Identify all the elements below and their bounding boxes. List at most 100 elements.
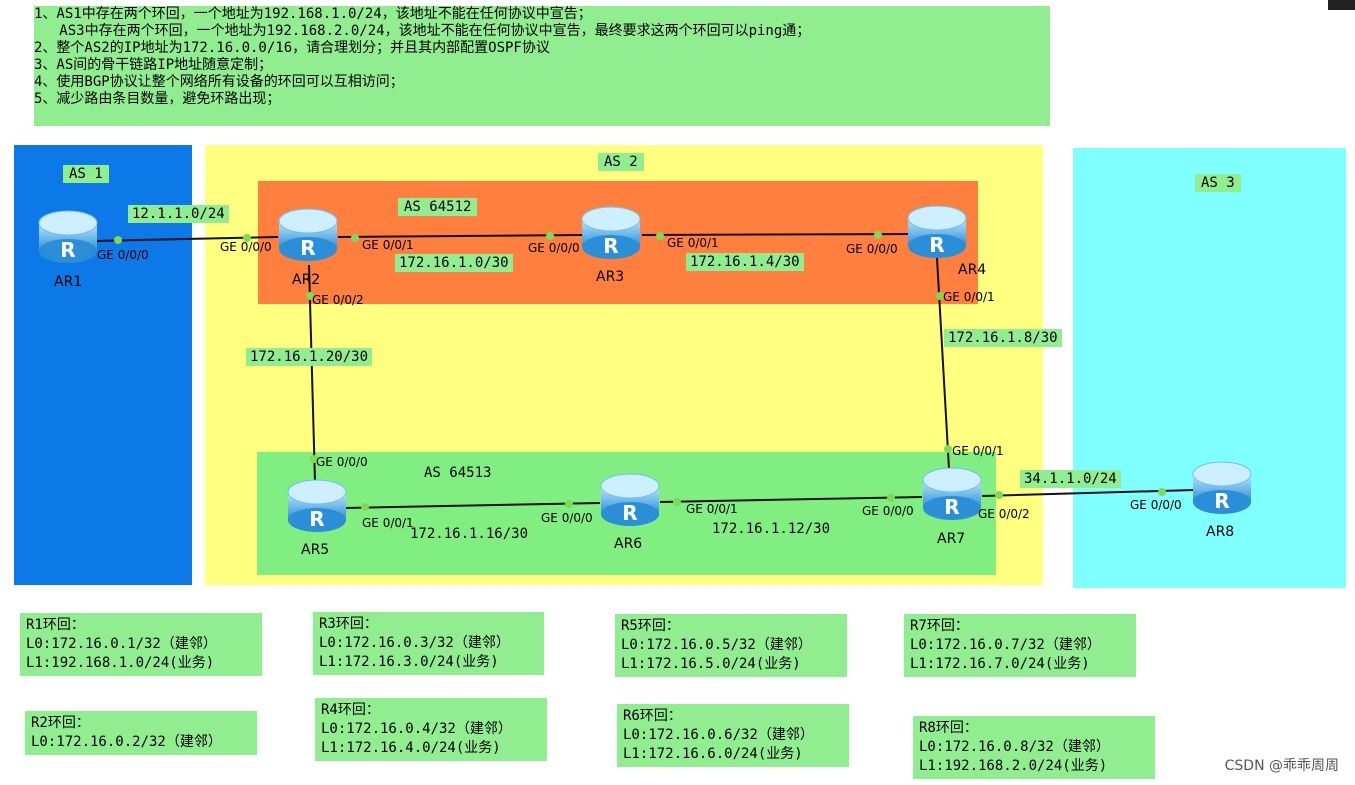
port-dot [936, 292, 944, 300]
port-label: GE 0/0/0 [862, 504, 914, 518]
port-dot [310, 455, 318, 463]
port-label: GE 0/0/0 [316, 455, 368, 469]
requirement-line: 1、AS1中存在两个环回，一个地址为192.168.1.0/24，该地址不能在任… [34, 6, 592, 22]
loopback-l1: L1:172.16.6.0/24(业务) [623, 746, 803, 762]
loopback-l0: L0:172.16.0.8/32（建邻） [919, 739, 1110, 755]
port-label: GE 0/0/1 [686, 502, 738, 516]
network-label-ar6-ar7: 172.16.1.12/30 [712, 521, 831, 537]
svg-text:R: R [300, 236, 315, 260]
network-label-ar1-ar2: 12.1.1.0/24 [128, 205, 229, 223]
port-dot [351, 234, 359, 242]
router-ar1[interactable]: R [37, 207, 99, 269]
port-label: GE 0/0/1 [362, 238, 414, 252]
svg-text:R: R [603, 234, 618, 258]
requirement-line: 3、AS间的骨干链路IP地址随意定制； [34, 57, 273, 73]
loopback-title: R8环回： [919, 720, 978, 736]
port-dot [243, 234, 251, 242]
link-ar2-ar3 [337, 234, 583, 238]
port-label: GE 0/0/1 [362, 516, 414, 530]
as2-label: AS 2 [598, 153, 644, 171]
router-icon: R [600, 473, 660, 526]
loopback-l0: L0:172.16.0.7/32（建邻） [910, 637, 1101, 653]
loopback-title: R7环回： [910, 618, 969, 634]
requirement-line: AS3中存在两个环回，一个地址为192.168.2.0/24，该地址不能在任何协… [34, 23, 811, 39]
window-corner [1328, 0, 1355, 10]
loopback-title: R2环回： [31, 715, 90, 731]
loopback-r4: R4环回： L0:172.16.0.4/32（建邻） L1:172.16.4.0… [315, 698, 547, 761]
port-label: GE 0/0/1 [667, 236, 719, 250]
router-name-ar1: AR1 [54, 274, 83, 290]
loopback-r1: R1环回： L0:172.16.0.1/32（建邻） L1:192.168.1.… [20, 613, 262, 676]
router-icon: R [287, 479, 347, 532]
loopback-r6: R6环回： L0:172.16.0.6/32（建邻） L1:172.16.6.0… [617, 704, 849, 767]
port-dot [673, 498, 681, 506]
loopback-r8: R8环回： L0:172.16.0.8/32（建邻） L1:192.168.2.… [913, 716, 1155, 779]
port-label: GE 0/0/1 [943, 290, 995, 304]
loopback-l1: L1:172.16.7.0/24(业务) [910, 656, 1090, 672]
loopback-l1: L1:172.16.3.0/24(业务) [319, 654, 499, 670]
router-icon: R [907, 205, 967, 258]
loopback-r2: R2环回： L0:172.16.0.2/32（建邻） [25, 711, 257, 755]
router-ar8[interactable]: R [1191, 458, 1253, 520]
port-label: GE 0/0/0 [1130, 498, 1182, 512]
port-label: GE 0/0/0 [97, 248, 149, 262]
as64512-label: AS 64512 [398, 198, 478, 216]
router-ar2[interactable]: R [277, 205, 339, 267]
link-ar5-ar6 [344, 502, 601, 509]
router-name-ar4: AR4 [958, 262, 987, 278]
port-dot [995, 491, 1003, 499]
loopback-title: R1环回： [26, 617, 85, 633]
as1-label: AS 1 [63, 165, 109, 183]
router-icon: R [581, 206, 641, 259]
router-name-ar7: AR7 [937, 531, 966, 547]
loopback-title: R4环回： [321, 702, 380, 718]
loopback-l0: L0:172.16.0.2/32（建邻） [31, 734, 222, 750]
router-ar4[interactable]: R [906, 202, 968, 264]
loopback-l0: L0:172.16.0.6/32（建邻） [623, 727, 814, 743]
router-name-ar2: AR2 [292, 272, 321, 288]
router-icon: R [278, 208, 338, 261]
network-label-ar4-ar7: 172.16.1.8/30 [944, 329, 1062, 347]
port-dot [306, 292, 314, 300]
port-label: GE 0/0/0 [528, 241, 580, 255]
loopback-title: R3环回： [319, 616, 378, 632]
svg-text:R: R [60, 238, 75, 262]
loopback-l1: L1:172.16.5.0/24(业务) [621, 656, 801, 672]
router-ar3[interactable]: R [580, 203, 642, 265]
port-dot [114, 236, 122, 244]
link-ar2-ar5 [308, 264, 316, 483]
network-label-ar7-ar8: 34.1.1.0/24 [1020, 470, 1121, 488]
router-name-ar3: AR3 [596, 269, 625, 285]
router-ar5[interactable]: R [286, 476, 348, 538]
port-dot [546, 232, 554, 240]
svg-text:R: R [622, 501, 637, 525]
port-label: GE 0/0/1 [952, 444, 1004, 458]
port-label: GE 0/0/2 [312, 293, 364, 307]
loopback-l0: L0:172.16.0.5/32（建邻） [621, 637, 812, 653]
as3-label: AS 3 [1195, 174, 1241, 192]
as64513-label: AS 64513 [424, 465, 492, 481]
network-label-ar2-ar5: 172.16.1.20/30 [246, 348, 373, 366]
watermark: CSDN @乖乖周周 [1224, 758, 1339, 774]
loopback-l1: L1:192.168.1.0/24(业务) [26, 655, 215, 671]
port-dot [887, 494, 895, 502]
loopback-r7: R7环回： L0:172.16.0.7/32（建邻） L1:172.16.7.0… [904, 614, 1136, 677]
network-label-ar5-ar6: 172.16.1.16/30 [410, 526, 529, 542]
router-ar6[interactable]: R [599, 470, 661, 532]
link-ar6-ar7 [659, 496, 923, 503]
port-dot [565, 500, 573, 508]
loopback-l1: L1:172.16.4.0/24(业务) [321, 740, 501, 756]
loopback-l1: L1:192.168.2.0/24(业务) [919, 758, 1108, 774]
loopback-title: R6环回： [623, 708, 682, 724]
port-dot [1158, 488, 1166, 496]
requirements-note: 1、AS1中存在两个环回，一个地址为192.168.1.0/24，该地址不能在任… [34, 6, 1050, 126]
router-name-ar8: AR8 [1206, 524, 1235, 540]
router-ar7[interactable]: R [921, 464, 983, 526]
requirement-line: 5、减少路由条目数量，避免环路出现； [34, 91, 281, 107]
loopback-l0: L0:172.16.0.1/32（建邻） [26, 636, 217, 652]
router-icon: R [1192, 461, 1252, 514]
as3-zone [1073, 148, 1346, 588]
router-icon: R [38, 210, 98, 263]
loopback-r5: R5环回： L0:172.16.0.5/32（建邻） L1:172.16.5.0… [615, 614, 847, 677]
